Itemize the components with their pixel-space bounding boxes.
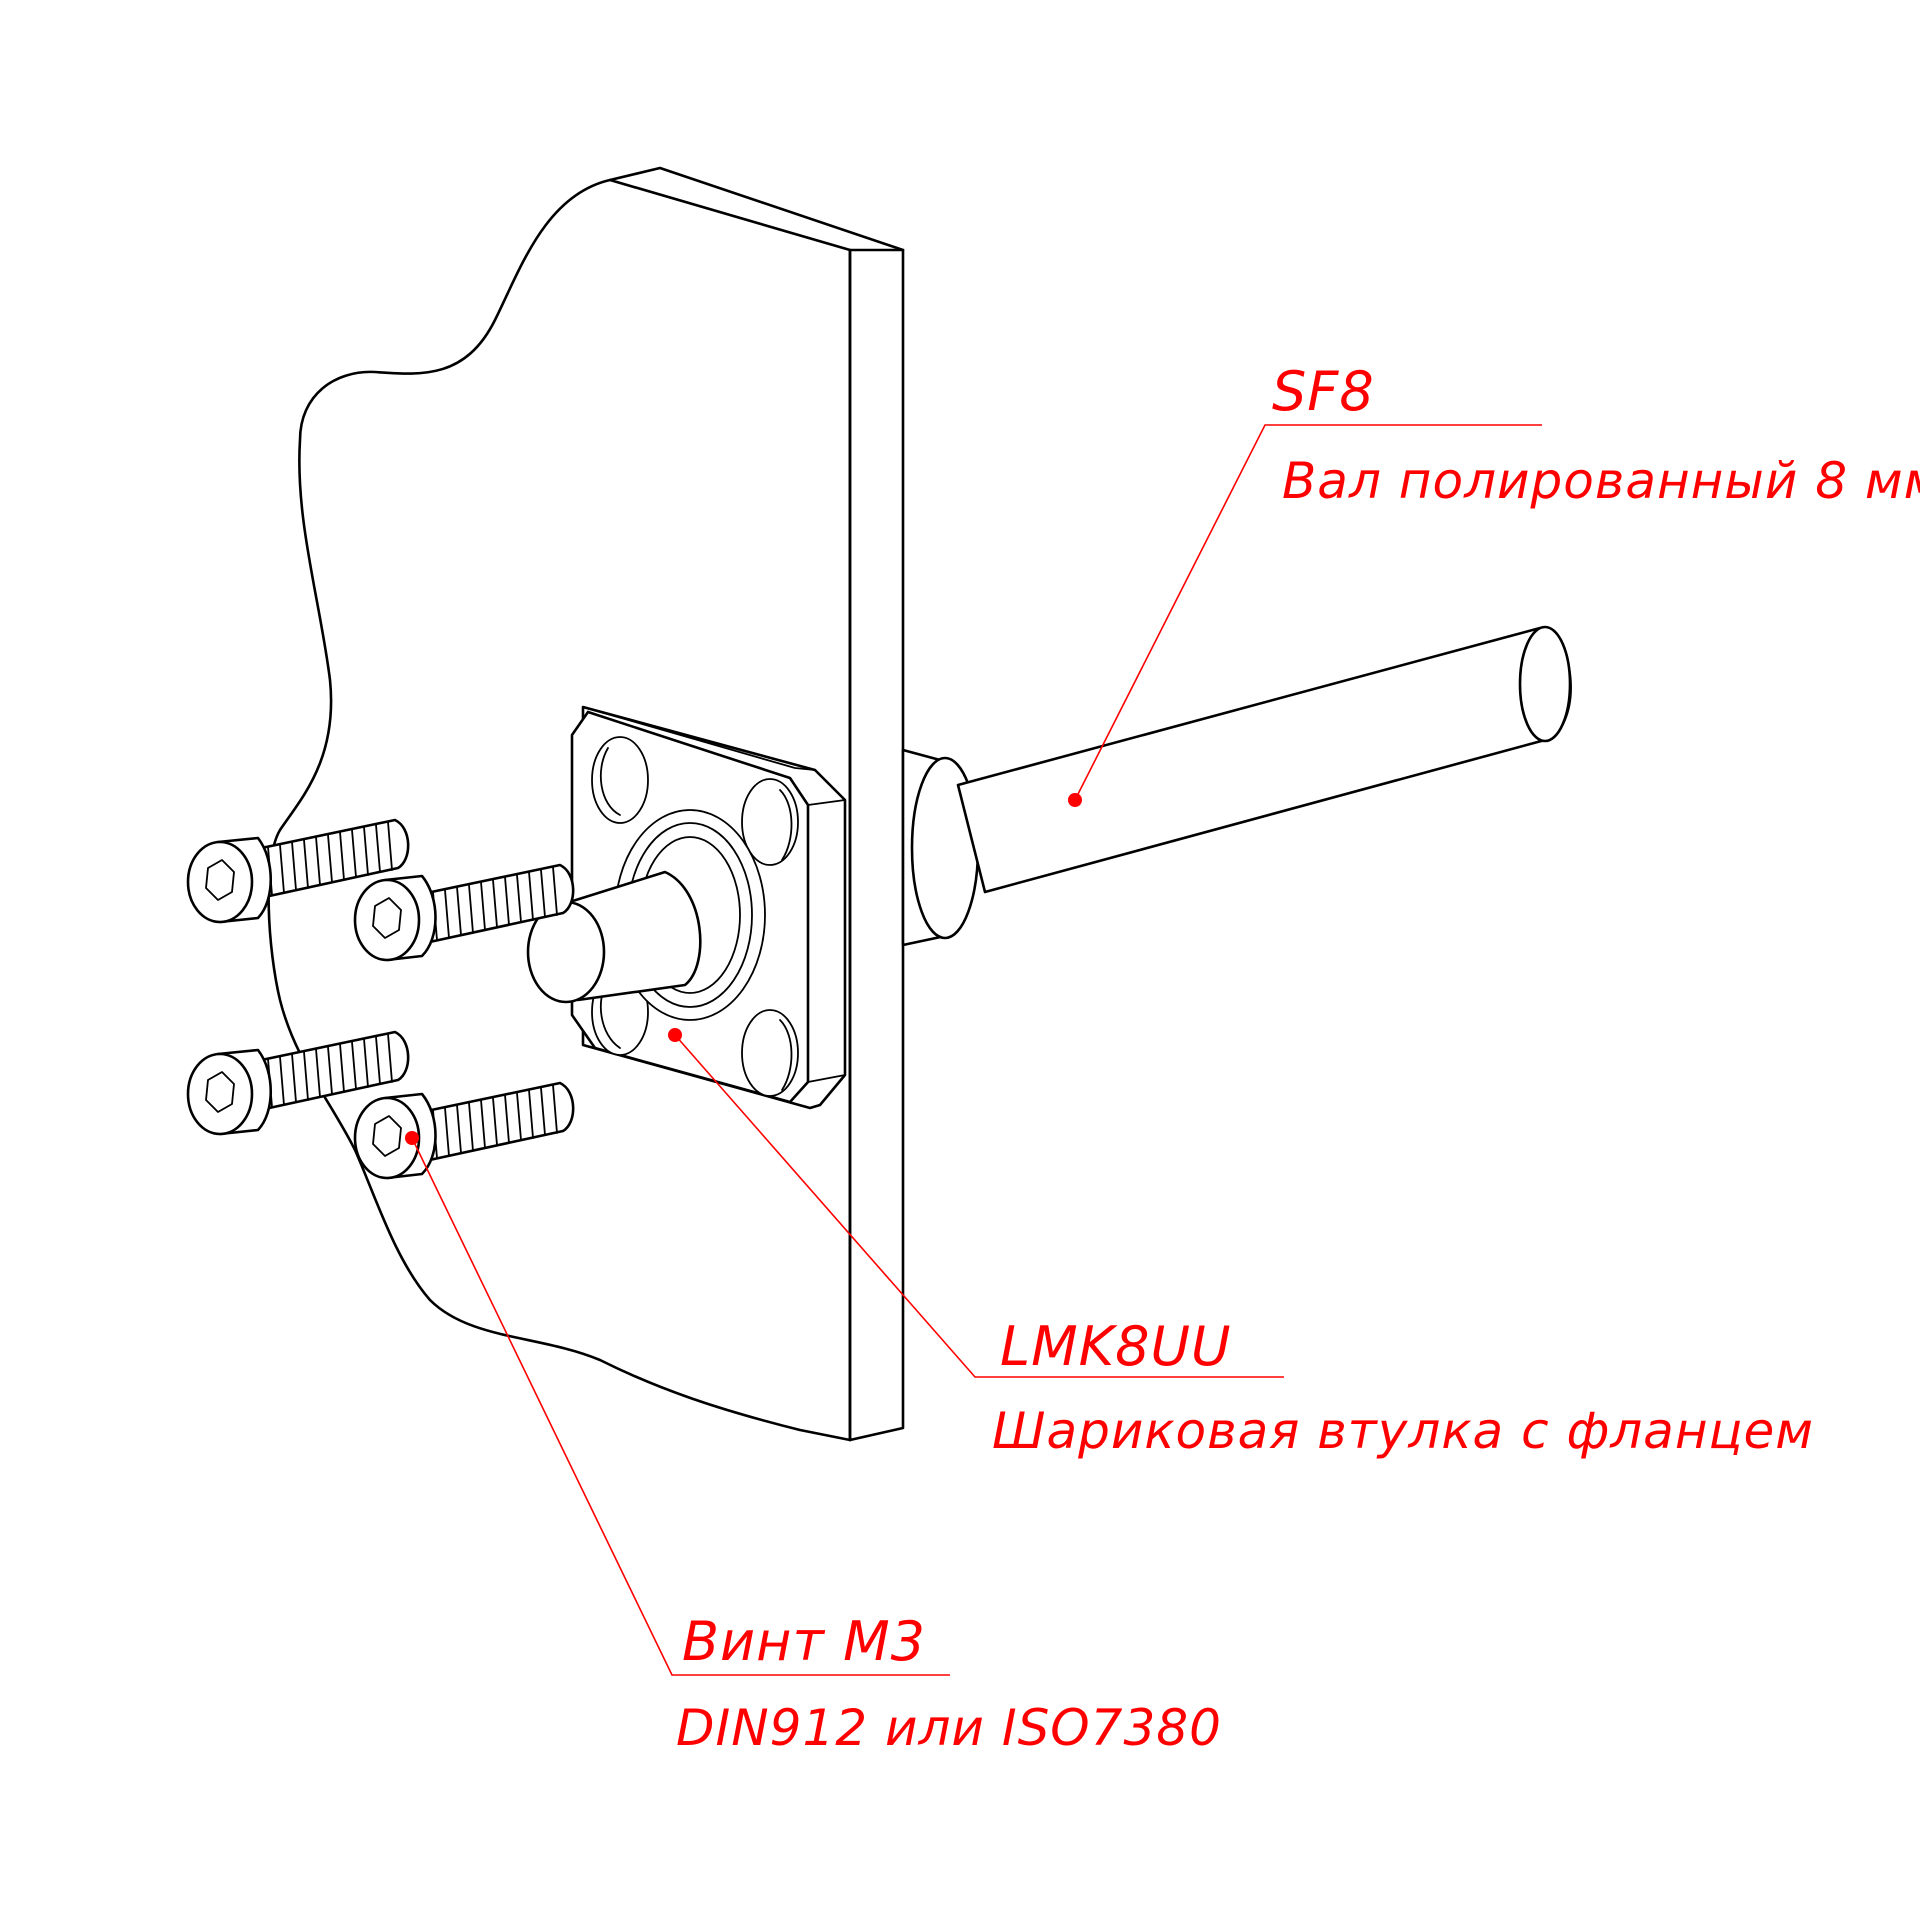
hex-socket-screw	[186, 818, 410, 924]
bushing-callout: LMK8UU Шариковая втулка с фланцем	[668, 1028, 1814, 1460]
screw-callout: Винт М3 DIN912 или ISO7380	[405, 1131, 1222, 1757]
hex-socket-screw	[353, 1081, 575, 1180]
shaft-code-label: SF8	[1272, 360, 1375, 423]
flanged-linear-bushing	[526, 705, 847, 1110]
hex-socket-screw	[186, 1030, 410, 1136]
shaft-leader-line	[1074, 424, 1542, 801]
shaft-callout: SF8 Вал полированный 8 мм	[1068, 360, 1920, 807]
flange-hole	[591, 736, 649, 824]
screw-code-label: Винт М3	[682, 1610, 926, 1673]
shaft-description-label: Вал полированный 8 мм	[1282, 452, 1920, 510]
polished-shaft	[901, 625, 1572, 947]
flange-hole	[741, 778, 799, 866]
flange-hole	[741, 1009, 799, 1097]
hex-socket-screw	[353, 863, 575, 962]
screw-description-label: DIN912 или ISO7380	[676, 1699, 1222, 1757]
bushing-description-label: Шариковая втулка с фланцем	[992, 1402, 1814, 1460]
bushing-code-label: LMK8UU	[1000, 1315, 1232, 1378]
bushing-leader-line	[674, 1034, 1284, 1378]
screw-leader-line	[411, 1137, 950, 1676]
